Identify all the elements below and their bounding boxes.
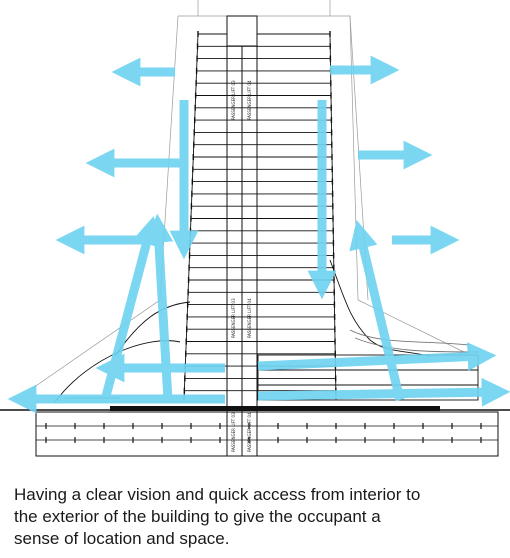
lift-label-6: PASSENGER LIFT 04	[247, 412, 252, 452]
lift-label-1: PASSENGER LIFT 03	[231, 80, 236, 120]
lift-core	[226, 15, 258, 457]
arrow-podium-right	[257, 342, 497, 372]
facade-right	[329, 33, 337, 401]
building-section-diagram: PASSENGER LIFT 03 PASSENGER LIFT 04 PASS…	[0, 0, 510, 457]
vision-arrows	[7, 55, 510, 414]
facade-left	[183, 33, 199, 401]
arrow-ground-right	[257, 377, 510, 407]
caption-line-3: sense of location and space.	[14, 529, 230, 548]
lift-label-2: PASSENGER LIFT 04	[247, 80, 252, 120]
lift-label-5: PASSENGER LIFT 03	[231, 412, 236, 452]
caption: Having a clear vision and quick access f…	[14, 484, 502, 550]
caption-line-1: Having a clear vision and quick access f…	[14, 485, 421, 504]
lift-label-4: PASSENGER LIFT 04	[247, 298, 252, 338]
tower-floor-plates	[183, 31, 337, 401]
basement-grid-ticks	[45, 423, 482, 443]
ground-and-basement	[0, 406, 510, 457]
lift-label-3: PASSENGER LIFT 03	[231, 298, 236, 338]
caption-line-2: the exterior of the building to give the…	[14, 507, 381, 526]
arrow-diagonal-left-b	[144, 213, 174, 401]
arrow-diagonal-left-a	[100, 216, 161, 402]
arrow-diagonal-right-a	[349, 220, 405, 402]
lift-labels: PASSENGER LIFT 03 PASSENGER LIFT 04 PASS…	[231, 80, 252, 452]
podium-right	[257, 259, 479, 401]
